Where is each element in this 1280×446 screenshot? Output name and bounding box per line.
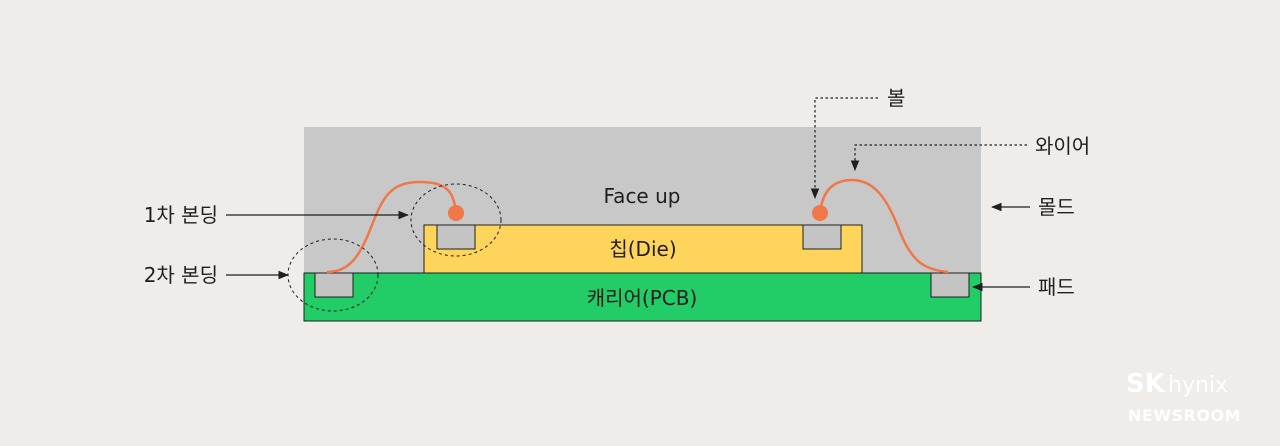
ball-left [448, 205, 464, 221]
chip-pad-right [802, 224, 842, 250]
wire-left [326, 180, 458, 274]
carrier-pcb [303, 272, 982, 322]
carrier-pad-left [314, 272, 354, 298]
logo-hynix: hynix [1168, 373, 1228, 398]
label-first-bonding: 1차 본딩 [144, 203, 218, 227]
ball-right [812, 205, 828, 221]
carrier-pad-right [930, 272, 970, 298]
carrier-text: 캐리어(PCB) [587, 286, 698, 310]
logo-sk: SK [1126, 369, 1166, 399]
chip-text: 칩(Die) [609, 237, 676, 261]
chip-die [423, 224, 863, 274]
chip-pad-left [436, 224, 476, 250]
mold-text: Face up [604, 184, 681, 208]
arrow-ball [810, 97, 878, 200]
sk-hynix-newsroom-logo: SK hynix NEWSROOM [1126, 369, 1241, 425]
wire-right [818, 178, 949, 274]
logo-newsroom: NEWSROOM [1128, 406, 1241, 425]
label-second-bonding: 2차 본딩 [144, 263, 218, 287]
label-ball: 볼 [887, 86, 905, 110]
arrow-wire [850, 144, 1027, 172]
label-mold: 몰드 [1038, 195, 1075, 219]
label-pad: 패드 [1038, 275, 1075, 299]
label-wire: 와이어 [1035, 134, 1090, 158]
first-bonding-circle [410, 183, 502, 257]
